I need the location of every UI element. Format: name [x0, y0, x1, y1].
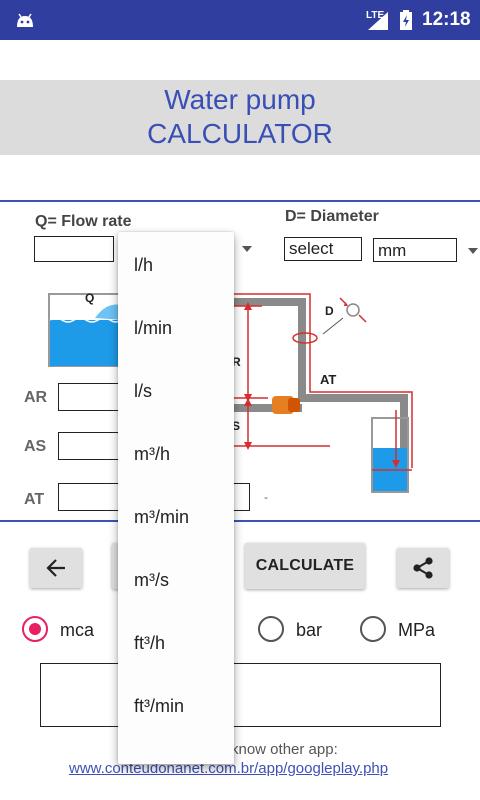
diameter-indicator-icon — [322, 297, 367, 335]
radio-mca-label[interactable]: mca — [60, 620, 95, 640]
network-type-label: LTE — [366, 10, 385, 21]
footer-link[interactable]: www.conteudonanet.com.br/app/googleplay.… — [69, 760, 389, 777]
dropdown-item-m3-per-s[interactable]: m³/s — [134, 570, 169, 590]
ar-input[interactable] — [58, 383, 120, 411]
dropdown-item-ft3-per-min[interactable]: ft³/min — [134, 696, 185, 716]
pump-icon — [272, 396, 300, 414]
dropdown-item-m3-per-min[interactable]: m³/min — [134, 507, 189, 527]
status-bar: LTE 12:18 — [0, 0, 480, 40]
footer-text: know other app: — [231, 741, 338, 758]
clock-time: 12:18 — [422, 9, 471, 30]
dropdown-item-l-per-h[interactable]: l/h — [134, 255, 154, 275]
dropdown-item-l-per-s[interactable]: l/s — [134, 381, 152, 401]
radio-mpa[interactable] — [360, 616, 386, 642]
dimension-lines — [232, 293, 413, 471]
ar-label: AR — [24, 389, 48, 406]
as-input[interactable] — [58, 432, 120, 460]
signal-icon — [368, 12, 388, 30]
diagram-r-label: R — [232, 355, 241, 369]
share-button[interactable] — [397, 548, 449, 588]
app-title-line1: Water pump — [164, 84, 316, 115]
diagram-q-label: Q — [85, 291, 94, 305]
battery-icon — [400, 10, 412, 30]
radio-bar[interactable] — [258, 616, 284, 642]
radio-mca[interactable] — [22, 616, 48, 642]
calculate-button-label: CALCULATE — [255, 557, 355, 574]
dropdown-item-ft3-per-h[interactable]: ft³/h — [134, 633, 166, 653]
dropdown-item-m3-per-h[interactable]: m³/h — [134, 444, 170, 464]
calculate-button[interactable]: CALCULATE — [245, 543, 365, 589]
diagram-d-label: D — [325, 304, 334, 318]
diameter-unit-arrow-icon[interactable] — [468, 248, 478, 254]
diagram-at-label: AT — [320, 372, 336, 387]
result-output — [40, 663, 441, 727]
pipe-network — [234, 298, 408, 462]
as-label: AS — [24, 438, 47, 455]
flow-rate-input[interactable] — [34, 236, 114, 262]
diagram-s-label: S — [232, 419, 240, 433]
at-suffix: - — [264, 490, 268, 504]
share-icon — [413, 557, 433, 579]
radio-bar-label[interactable]: bar — [296, 620, 323, 640]
dropdown-item-l-per-min[interactable]: l/min — [134, 318, 173, 338]
arrow-left-icon — [46, 559, 65, 577]
suction-tank-icon — [48, 293, 124, 367]
diameter-label: D= Diameter — [285, 208, 379, 225]
back-button[interactable] — [30, 548, 82, 588]
pump-diagram: Q D — [48, 291, 413, 493]
radio-mpa-label[interactable]: MPa — [398, 620, 436, 640]
flow-rate-label: Q= Flow rate — [35, 213, 132, 230]
divider-top — [0, 200, 480, 202]
at-label: AT — [24, 491, 45, 508]
diameter-select[interactable]: select — [284, 237, 362, 261]
flow-unit-dropdown: l/h l/min l/s m³/h m³/min m³/s ft³/h ft³… — [118, 232, 234, 764]
android-icon — [17, 13, 33, 27]
diameter-unit-select[interactable]: mm — [373, 238, 457, 262]
app-title-banner: Water pump CALCULATOR — [0, 80, 480, 155]
divider-bottom — [0, 520, 480, 522]
flow-unit-spinner-arrow-icon[interactable] — [242, 246, 252, 252]
app-title-line2: CALCULATOR — [147, 118, 333, 149]
